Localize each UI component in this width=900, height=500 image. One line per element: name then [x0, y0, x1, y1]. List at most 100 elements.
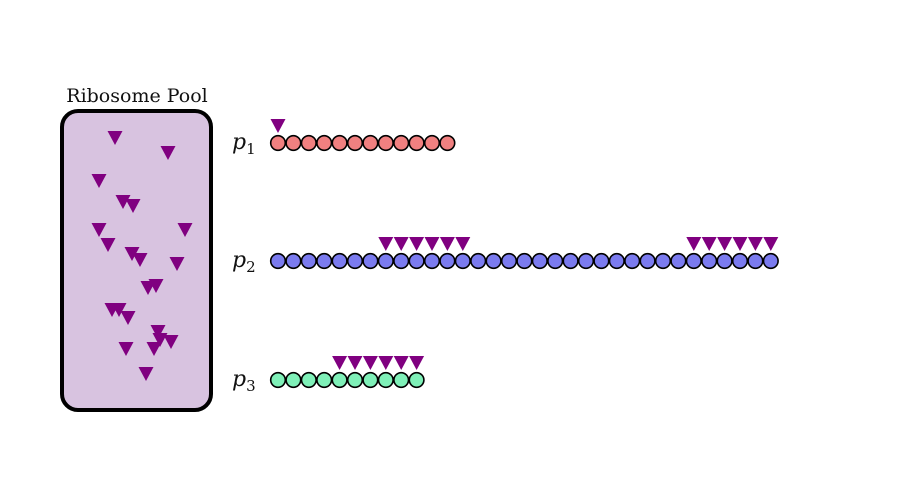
ribosome-icon — [124, 247, 140, 261]
mrna-tracks — [269, 119, 779, 389]
ribosome-icon — [91, 174, 107, 188]
bound-ribosome-icon — [332, 356, 348, 370]
codon-site — [346, 134, 364, 152]
codon-site — [547, 252, 564, 270]
track-label-p1: p1 — [232, 130, 256, 158]
track-label-p2: p2 — [232, 248, 256, 276]
codon-site — [500, 252, 518, 270]
ribosome-icon — [118, 342, 134, 356]
ribosome-icon — [148, 279, 164, 293]
codon-site — [624, 252, 641, 270]
bound-ribosome-icon — [409, 237, 425, 251]
codon-site — [285, 252, 302, 270]
codon-site — [531, 252, 548, 270]
codon-site — [285, 371, 302, 389]
codon-site — [408, 252, 425, 270]
codon-site — [300, 371, 317, 389]
codon-site — [731, 252, 749, 270]
codon-site — [316, 134, 333, 152]
bound-ribosome-icon — [686, 237, 702, 251]
mrna-track-p3 — [269, 356, 425, 389]
track-label-letter: p — [232, 248, 246, 273]
codon-site — [346, 371, 364, 389]
ribosome-icon — [152, 333, 168, 347]
bound-ribosome-icon — [732, 237, 748, 251]
codon-site — [701, 252, 718, 270]
ribosome-icon — [160, 146, 176, 160]
bound-ribosome-icon — [455, 237, 471, 251]
codon-site — [639, 252, 656, 270]
ribosome-icon — [132, 253, 148, 267]
codon-site — [423, 134, 441, 152]
codon-site — [423, 252, 441, 270]
svg-text:p2: p2 — [232, 248, 256, 276]
codon-site — [439, 134, 456, 152]
codon-site — [300, 134, 317, 152]
codon-site — [593, 252, 610, 270]
track-label-p3: p3 — [232, 367, 256, 395]
codon-site — [408, 371, 425, 389]
codon-site — [300, 252, 317, 270]
codon-site — [762, 252, 779, 270]
track-label-letter: p — [232, 367, 246, 392]
codon-site — [654, 252, 672, 270]
track-label-letter: p — [232, 130, 246, 155]
codon-site — [269, 134, 287, 152]
codon-site — [485, 252, 502, 270]
bound-ribosome-icon — [393, 356, 409, 370]
ribosome-pool-box — [60, 109, 213, 412]
ribosome-icon — [91, 223, 107, 237]
codon-site — [269, 371, 287, 389]
ribosome-icon — [138, 367, 154, 381]
bound-ribosome-icon — [270, 119, 286, 133]
bound-ribosome-icon — [362, 356, 378, 370]
codon-site — [377, 134, 394, 152]
codon-site — [439, 252, 456, 270]
ribosome-icon — [120, 311, 136, 325]
codon-site — [362, 371, 379, 389]
codon-site — [516, 252, 533, 270]
codon-site — [285, 134, 302, 152]
bound-ribosome-icon — [378, 356, 394, 370]
codon-site — [269, 252, 287, 270]
ribosome-icon — [177, 223, 193, 237]
ribosome-icon — [100, 238, 116, 252]
codon-site — [562, 252, 579, 270]
ribosome-icon — [146, 342, 162, 356]
codon-site — [408, 134, 425, 152]
bound-ribosome-icon — [701, 237, 717, 251]
ribosome-icon — [107, 131, 123, 145]
codon-site — [747, 252, 764, 270]
ribosome-icon — [150, 325, 166, 339]
bound-ribosome-icon — [717, 237, 733, 251]
bound-ribosome-icon — [439, 237, 455, 251]
ribosome-icon — [125, 199, 141, 213]
codon-site — [393, 371, 410, 389]
pool-title: Ribosome Pool — [66, 85, 207, 107]
bound-ribosome-icon — [409, 356, 425, 370]
mrna-track-p1 — [269, 119, 456, 152]
codon-site — [393, 134, 410, 152]
codon-site — [608, 252, 625, 270]
codon-site — [377, 371, 394, 389]
codon-site — [577, 252, 595, 270]
codon-site — [316, 252, 333, 270]
ribosome-icon — [169, 257, 185, 271]
track-label-subscript: 3 — [246, 377, 256, 395]
codon-site — [454, 252, 471, 270]
mrna-track-p2 — [269, 237, 779, 270]
codon-site — [316, 371, 333, 389]
bound-ribosome-icon — [378, 237, 394, 251]
bound-ribosome-icon — [747, 237, 763, 251]
codon-site — [346, 252, 364, 270]
svg-text:p1: p1 — [232, 130, 256, 158]
codon-site — [331, 252, 348, 270]
ribosome-icon — [115, 195, 131, 209]
bound-ribosome-icon — [763, 237, 779, 251]
svg-text:p3: p3 — [232, 367, 256, 395]
bound-ribosome-icon — [347, 356, 363, 370]
codon-site — [362, 134, 379, 152]
codon-site — [331, 134, 348, 152]
codon-site — [331, 371, 348, 389]
